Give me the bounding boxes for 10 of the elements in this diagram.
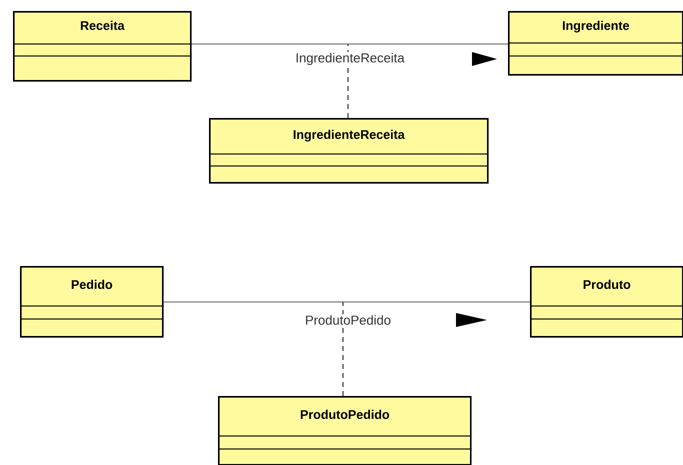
- class-box: Ingrediente: [508, 11, 683, 76]
- class-box: Pedido: [20, 266, 164, 338]
- edge-label: IngredienteReceita: [294, 52, 406, 66]
- class-box: ProdutoPedido: [218, 396, 472, 465]
- class-box: IngredienteReceita: [208, 118, 490, 184]
- dashed-connector: [347, 44, 349, 118]
- dashed-connector: [342, 302, 344, 396]
- class-box: Produto: [530, 266, 683, 338]
- edge-label: ProdutoPedido: [304, 314, 392, 326]
- class-box: Receita: [12, 11, 192, 82]
